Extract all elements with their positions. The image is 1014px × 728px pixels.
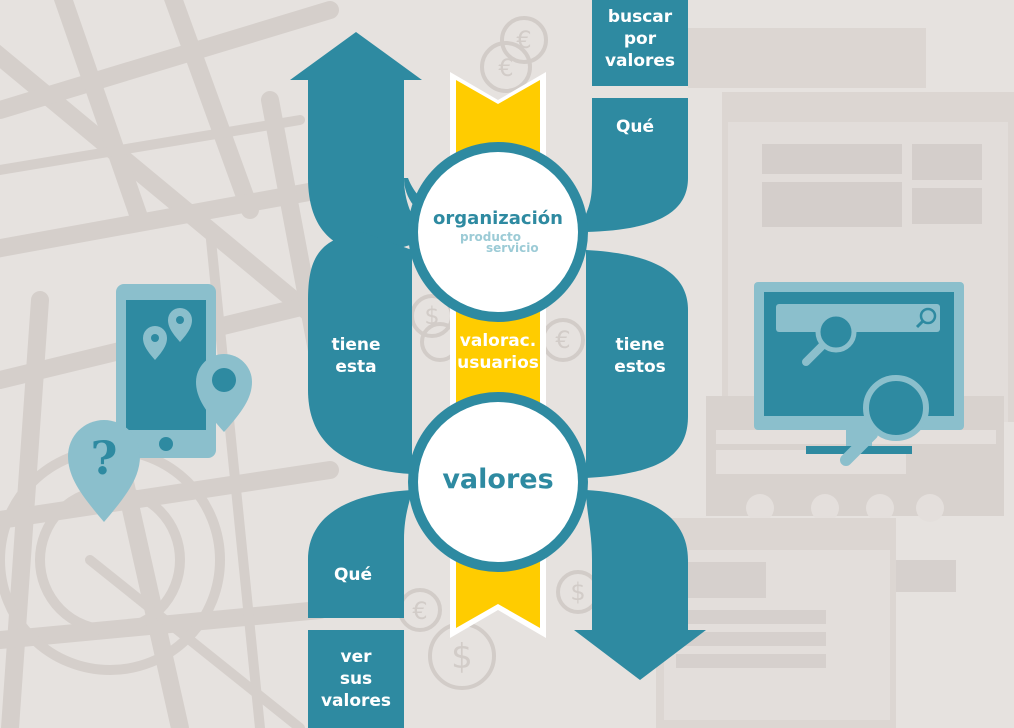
valores-title: valores [442,464,554,495]
right-mid-label: tiene estos [614,335,666,377]
valores-circle [408,392,588,572]
svg-text:€: € [412,597,427,625]
ribbon-label: valorac. usuarios [457,331,539,373]
organizacion-circle [408,142,588,322]
svg-text:$: $ [451,637,473,677]
svg-text:€: € [516,26,531,54]
bottom-left-box-label: ver sus valores [320,647,392,711]
producto-subtitle: producto [460,230,521,244]
smartphone-icon [116,284,216,458]
location-pin-icon [143,308,252,432]
svg-text:€: € [498,54,513,82]
servicio-subtitle: servicio [486,241,539,255]
top-right-box-label: buscar por valores [604,7,676,71]
right-top-label: Qué [615,117,655,137]
magnifier-icon [802,311,929,466]
monitor-icon [754,282,964,454]
question-pin-icon: ? [68,420,140,522]
svg-text:$: $ [570,578,585,606]
svg-text:€: € [555,326,570,354]
organizacion-title: organización [433,208,563,229]
left-mid-label: tiene esta [331,335,381,377]
left-bottom-label: Qué [333,565,373,585]
svg-text:?: ? [91,431,118,485]
svg-text:$: $ [424,302,439,330]
